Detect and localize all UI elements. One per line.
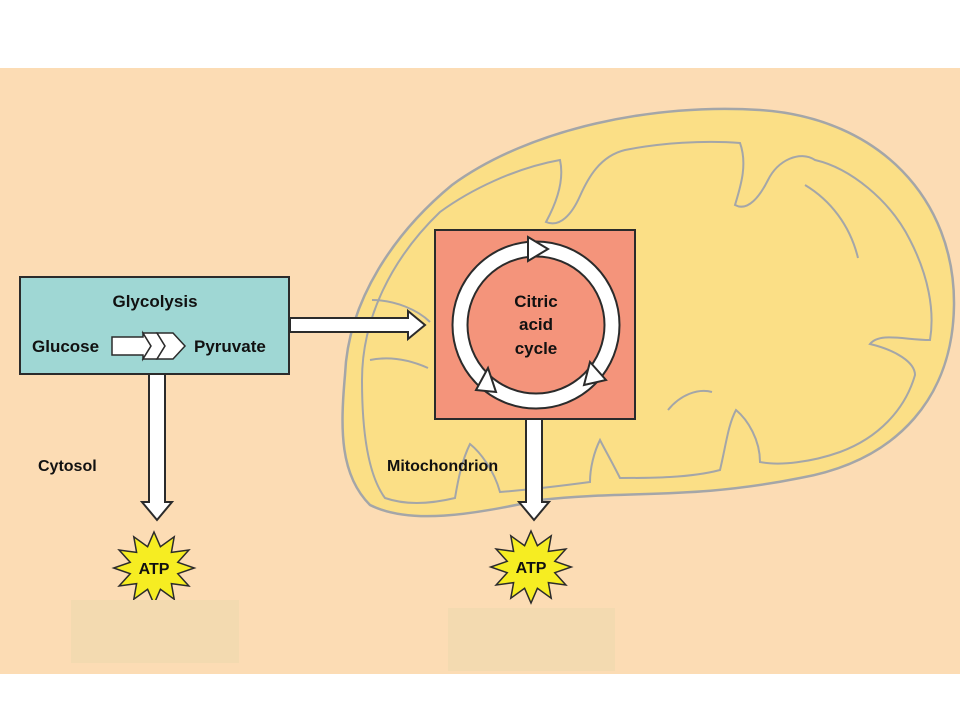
cycle-arrowhead-left (474, 365, 498, 394)
answer-box-right (448, 608, 615, 671)
mitochondrion-inner-membrane (360, 140, 933, 504)
citric-to-atp-arrow (516, 418, 552, 522)
cycle-arrowhead-right (582, 359, 608, 387)
crista-fold (371, 299, 431, 323)
glycolysis-to-atp-arrow (139, 373, 175, 522)
glycolysis-steps-arrow (111, 330, 187, 362)
cycle-arrowhead-top (527, 235, 550, 263)
atp-label-right: ATP (516, 560, 547, 577)
pyruvate-label: Pyruvate (194, 337, 266, 356)
crista-fold (369, 357, 429, 369)
crista-fold (804, 184, 859, 259)
citric-label-line1: Citric (514, 292, 557, 311)
citric-label-line2: acid (519, 315, 553, 334)
cytosol-label: Cytosol (38, 458, 97, 475)
pyruvate-to-mitochondrion-arrow (289, 308, 427, 342)
answer-box-left (71, 600, 239, 663)
citric-label-line3: cycle (515, 339, 558, 358)
atp-burst-right (488, 529, 574, 605)
crista-fold (667, 390, 713, 411)
atp-label-left: ATP (139, 561, 170, 578)
glucose-label: Glucose (32, 337, 99, 356)
mitochondrion-label: Mitochondrion (387, 458, 498, 475)
glycolysis-title: Glycolysis (112, 292, 197, 311)
